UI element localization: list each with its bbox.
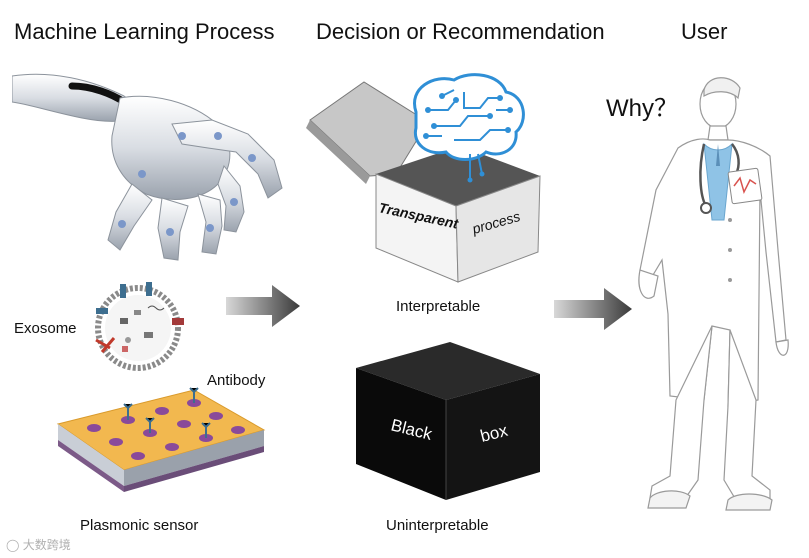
label-plasmonic-sensor: Plasmonic sensor: [80, 517, 199, 534]
arrow-right-icon: [554, 288, 632, 330]
watermark-icon: ◯: [6, 538, 20, 552]
watermark-text: 大数跨境: [22, 538, 71, 552]
watermark-logo: ◯ 大数跨境: [6, 536, 71, 553]
black-box-icon: Black box: [356, 342, 540, 500]
doctor-icon: [638, 77, 789, 511]
header-machine-learning-process: Machine Learning Process: [14, 19, 275, 44]
transparent-box-icon: Transparent process: [306, 73, 541, 283]
header-user: User: [681, 19, 728, 44]
label-exosome: Exosome: [14, 320, 77, 337]
robot-hand-icon: [12, 73, 283, 261]
label-uninterpretable: Uninterpretable: [386, 517, 489, 534]
label-interpretable: Interpretable: [396, 298, 481, 315]
exosome-icon: [95, 282, 184, 371]
ai-brain-icon: [413, 73, 525, 183]
why-question: Why？: [606, 95, 678, 122]
label-antibody: Antibody: [207, 372, 266, 389]
arrow-right-icon: [226, 285, 300, 327]
plasmonic-sensor-icon: [56, 387, 266, 492]
header-decision-or-recommendation: Decision or Recommendation: [316, 19, 605, 44]
